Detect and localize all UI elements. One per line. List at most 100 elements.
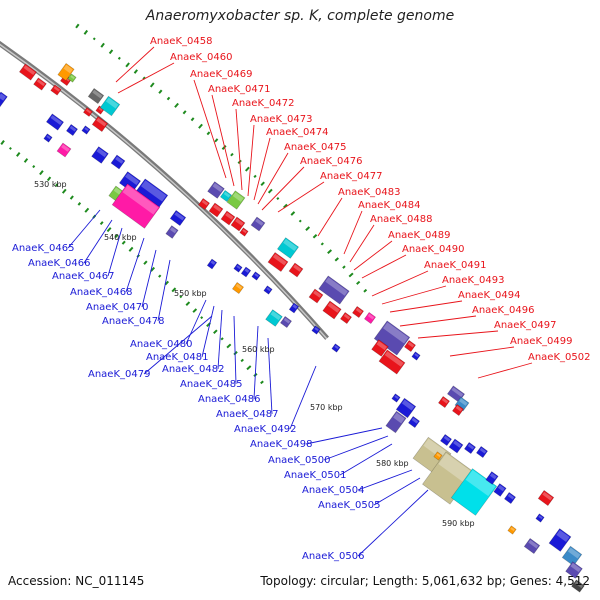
gene-feature[interactable] [363,311,377,325]
reverse-gene-label[interactable]: AnaeK_0486 [198,394,260,405]
forward-gene-label[interactable]: AnaeK_0458 [150,36,212,47]
gene-feature[interactable] [391,393,401,403]
reverse-gene-label[interactable]: AnaeK_0466 [28,258,90,269]
gene-feature[interactable] [433,451,443,461]
reverse-gene-label[interactable]: AnaeK_0478 [102,316,164,327]
gene-feature[interactable] [208,202,224,218]
forward-gene-label[interactable]: AnaeK_0476 [300,156,362,167]
gene-feature[interactable] [0,91,8,109]
forward-gene-label[interactable]: AnaeK_0477 [320,171,382,182]
forward-gene-label[interactable]: AnaeK_0491 [424,260,486,271]
gene-feature[interactable] [81,125,91,135]
gene-feature[interactable] [503,491,517,505]
reverse-gene-label[interactable]: AnaeK_0465 [12,243,74,254]
gene-feature[interactable] [322,300,342,320]
reverse-gene-label[interactable]: AnaeK_0506 [302,551,364,562]
gene-feature[interactable] [448,438,464,454]
gene-feature[interactable] [437,395,451,409]
gene-feature[interactable] [411,351,421,361]
gene-feature[interactable] [463,441,477,455]
gene-feature[interactable] [351,305,365,319]
gene-feature[interactable] [43,133,53,143]
forward-gene-label[interactable]: AnaeK_0502 [528,352,590,363]
gene-feature[interactable] [311,325,321,335]
forward-gene-label[interactable]: AnaeK_0490 [402,244,464,255]
gene-feature[interactable] [230,216,246,232]
forward-gene-label[interactable]: AnaeK_0488 [370,214,432,225]
gene-feature[interactable] [439,433,453,447]
gene-feature[interactable] [111,183,161,229]
reverse-gene-label[interactable]: AnaeK_0480 [130,339,192,350]
forward-gene-label[interactable]: AnaeK_0460 [170,52,232,63]
gene-feature[interactable] [82,107,94,117]
forward-gene-label[interactable]: AnaeK_0474 [266,127,328,138]
gene-feature[interactable] [33,77,47,91]
reverse-gene-label[interactable]: AnaeK_0481 [146,352,208,363]
gene-feature[interactable] [226,190,246,210]
forward-gene-label[interactable]: AnaeK_0497 [494,320,556,331]
gene-feature[interactable] [251,271,261,281]
reverse-gene-label[interactable]: AnaeK_0479 [88,369,150,380]
forward-gene-label[interactable]: AnaeK_0472 [232,98,294,109]
gene-feature[interactable] [385,410,407,434]
forward-gene-label[interactable]: AnaeK_0469 [190,69,252,80]
forward-gene-label[interactable]: AnaeK_0475 [284,142,346,153]
gene-feature[interactable] [507,525,517,535]
forward-gene-label[interactable]: AnaeK_0484 [358,200,420,211]
reverse-gene-label[interactable]: AnaeK_0500 [268,455,330,466]
gene-feature[interactable] [371,339,389,357]
gene-feature[interactable] [99,95,121,117]
gene-feature[interactable] [239,227,249,237]
gene-feature[interactable] [548,528,572,552]
gene-feature[interactable] [207,181,225,199]
forward-gene-label[interactable]: AnaeK_0499 [510,336,572,347]
gene-feature[interactable] [197,197,211,211]
gene-feature[interactable] [231,281,245,295]
gene-feature[interactable] [65,123,79,137]
forward-gene-label[interactable]: AnaeK_0494 [458,290,520,301]
gene-feature[interactable] [537,490,555,506]
gene-feature[interactable] [339,311,353,325]
reverse-gene-label[interactable]: AnaeK_0498 [250,439,312,450]
gene-feature[interactable] [18,63,38,81]
gene-feature[interactable] [318,275,350,305]
reverse-gene-label[interactable]: AnaeK_0467 [52,271,114,282]
gene-feature[interactable] [57,62,75,82]
gene-feature[interactable] [91,116,109,132]
gene-feature[interactable] [395,397,417,419]
gene-feature[interactable] [565,561,583,579]
gene-feature[interactable] [233,263,243,273]
gene-feature[interactable] [240,266,252,278]
gene-feature[interactable] [571,579,585,593]
gene-feature[interactable] [87,88,105,104]
reverse-gene-label[interactable]: AnaeK_0485 [180,379,242,390]
reverse-gene-label[interactable]: AnaeK_0482 [162,364,224,375]
gene-feature[interactable] [265,309,283,327]
gene-feature[interactable] [403,339,417,353]
forward-gene-label[interactable]: AnaeK_0493 [442,275,504,286]
gene-feature[interactable] [250,216,266,232]
gene-feature[interactable] [475,445,489,459]
reverse-gene-label[interactable]: AnaeK_0487 [216,409,278,420]
gene-feature[interactable] [288,302,300,314]
forward-gene-label[interactable]: AnaeK_0473 [250,114,312,125]
gene-feature[interactable] [219,189,233,203]
forward-gene-label[interactable]: AnaeK_0483 [338,187,400,198]
gene-feature[interactable] [169,210,187,226]
gene-feature[interactable] [67,73,77,83]
gene-feature[interactable] [276,237,300,259]
gene-feature[interactable] [378,349,406,375]
reverse-gene-label[interactable]: AnaeK_0505 [318,500,380,511]
gene-feature[interactable] [165,225,179,239]
gene-feature[interactable] [407,415,421,429]
gene-feature[interactable] [523,538,541,554]
gene-feature[interactable] [535,513,545,523]
gene-feature[interactable] [56,142,72,158]
reverse-gene-label[interactable]: AnaeK_0470 [86,302,148,313]
gene-feature[interactable] [279,315,293,329]
gene-feature[interactable] [493,483,507,497]
gene-feature[interactable] [45,113,65,131]
gene-feature[interactable] [206,258,218,270]
gene-feature[interactable] [561,545,583,567]
forward-gene-label[interactable]: AnaeK_0496 [472,305,534,316]
